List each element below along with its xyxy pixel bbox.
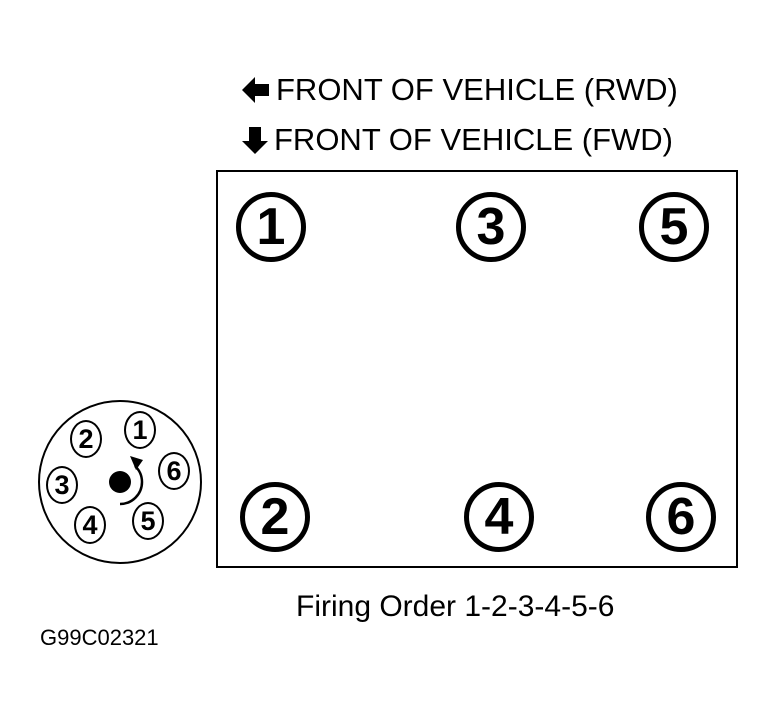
cylinder-3: 3 (456, 192, 526, 262)
cylinder-5: 5 (639, 192, 709, 262)
firing-order-caption: Firing Order 1-2-3-4-5-6 (296, 590, 615, 623)
figure-id: G99C02321 (40, 625, 159, 650)
arrow-down-icon (242, 127, 268, 154)
terminal-6-label: 6 (166, 455, 182, 486)
front-of-vehicle-rwd: FRONT OF VEHICLE (RWD) (242, 72, 678, 108)
terminal-3-label: 3 (54, 469, 70, 500)
rwd-label: FRONT OF VEHICLE (RWD) (276, 72, 678, 107)
cylinder-6-label: 6 (666, 488, 696, 546)
arrow-left-icon (242, 77, 269, 103)
terminal-1-label: 1 (132, 414, 148, 445)
distributor-terminal-2: 2 (70, 420, 102, 458)
distributor-terminal-5: 5 (132, 502, 164, 540)
distributor-terminal-6: 6 (158, 452, 190, 490)
terminal-2-label: 2 (78, 423, 94, 454)
distributor-cap: 1 2 3 4 5 6 (38, 400, 202, 564)
cylinder-4-label: 4 (484, 488, 514, 546)
distributor-cap-outline (38, 400, 202, 564)
fwd-label: FRONT OF VEHICLE (FWD) (274, 122, 673, 157)
cylinder-2: 2 (240, 482, 310, 552)
cylinder-1-label: 1 (256, 198, 286, 256)
engine-block: 1 3 5 2 4 6 (216, 170, 738, 568)
cylinder-3-label: 3 (476, 198, 506, 256)
cylinder-2-label: 2 (260, 488, 290, 546)
terminal-5-label: 5 (140, 505, 156, 536)
distributor-terminal-3: 3 (46, 466, 78, 504)
distributor-terminal-4: 4 (74, 506, 106, 544)
distributor-terminal-1: 1 (124, 411, 156, 449)
cylinder-4: 4 (464, 482, 534, 552)
rotor-rotation-icon (109, 456, 144, 506)
front-of-vehicle-fwd: FRONT OF VEHICLE (FWD) (242, 122, 673, 158)
cylinder-5-label: 5 (659, 198, 689, 256)
terminal-4-label: 4 (82, 509, 98, 540)
cylinder-1: 1 (236, 192, 306, 262)
cylinder-6: 6 (646, 482, 716, 552)
